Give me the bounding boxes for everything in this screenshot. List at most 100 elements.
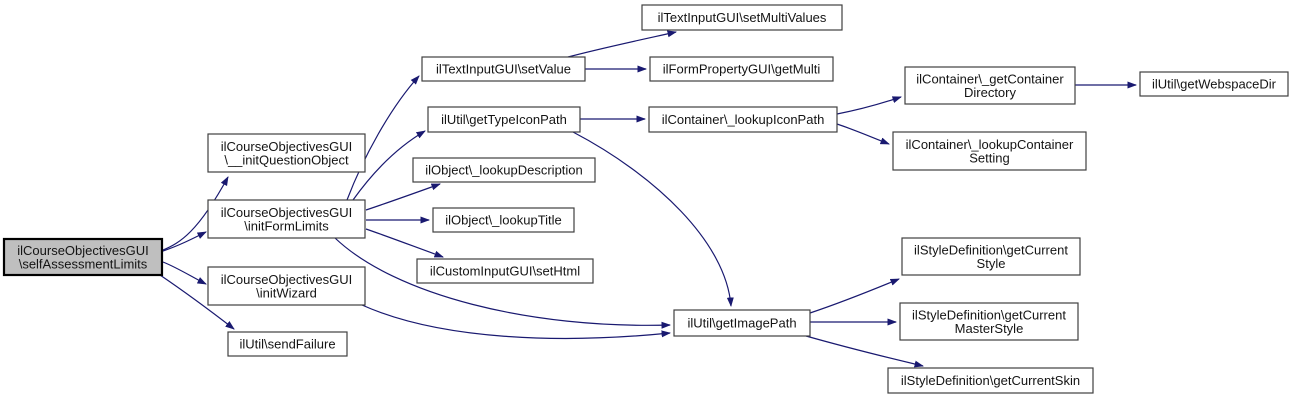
edge-setValue-to-setMultiValues: [567, 30, 677, 58]
node-label-line: ilUtil\getImagePath: [687, 316, 796, 331]
node-box-getCurrentStyle: [901, 237, 1081, 276]
node-label-line: ilCourseObjectivesGUI: [221, 205, 353, 220]
node-sendFailure[interactable]: ilUtil\sendFailure: [227, 331, 348, 357]
node-getImagePath[interactable]: ilUtil\getImagePath: [673, 309, 811, 337]
edge-selfAssessmentLimits-to-sendFailure: [159, 274, 235, 330]
node-box-initFormLimits: [207, 199, 366, 239]
node-label-line: \__initQuestionObject: [224, 152, 349, 167]
node-label-selfAssessmentLimits: ilCourseObjectivesGUI\selfAssessmentLimi…: [17, 243, 149, 272]
node-box-getMulti: [649, 56, 834, 82]
node-getMulti[interactable]: ilFormPropertyGUI\getMulti: [649, 56, 834, 82]
node-box-setValue: [421, 56, 586, 82]
node-label-line: MasterStyle: [955, 321, 1024, 336]
node-initQuestionObject[interactable]: ilCourseObjectivesGUI\__initQuestionObje…: [207, 133, 366, 173]
node-label-line: ilFormPropertyGUI\getMulti: [663, 62, 821, 77]
node-label-initFormLimits: ilCourseObjectivesGUI\initFormLimits: [221, 205, 353, 234]
node-box-initQuestionObject: [207, 133, 366, 173]
edge-initFormLimits-to-setValue: [346, 75, 420, 201]
node-label-line: ilUtil\sendFailure: [239, 337, 335, 352]
node-initWizard[interactable]: ilCourseObjectivesGUI\initWizard: [207, 266, 366, 306]
node-label-line: ilStyleDefinition\getCurrent: [914, 242, 1068, 257]
edge-getImagePath-to-getCurrentSkin: [805, 335, 924, 368]
node-label-lookupDescription: ilObject\_lookupDescription: [425, 163, 583, 178]
node-lookupDescription[interactable]: ilObject\_lookupDescription: [412, 157, 596, 183]
node-label-getTypeIconPath: ilUtil\getTypeIconPath: [441, 112, 567, 127]
node-lookupTitle[interactable]: ilObject\_lookupTitle: [432, 207, 575, 233]
edge-selfAssessmentLimits-to-initWizard: [162, 261, 207, 285]
node-label-initWizard: ilCourseObjectivesGUI\initWizard: [221, 272, 353, 301]
node-box-lookupContainerSetting: [892, 131, 1087, 171]
node-box-getCurrentSkin: [887, 367, 1094, 394]
node-label-initQuestionObject: ilCourseObjectivesGUI\__initQuestionObje…: [221, 139, 353, 168]
node-box-getCurrentMasterStyle: [899, 302, 1079, 341]
node-box-getContainerDirectory: [904, 66, 1076, 105]
edge-initFormLimits-to-setHtml: [365, 228, 444, 258]
edge-lookupIconPath-to-getContainerDirectory: [836, 96, 902, 115]
node-label-line: ilStyleDefinition\getCurrent: [912, 307, 1066, 322]
node-label-line: ilTextInputGUI\setMultiValues: [658, 10, 827, 25]
node-box-setHtml: [416, 258, 594, 284]
node-box-getImagePath: [673, 309, 811, 337]
node-label-line: ilObject\_lookupTitle: [445, 213, 562, 228]
node-box-selfAssessmentLimits: [2, 237, 164, 277]
node-label-lookupIconPath: ilContainer\_lookupIconPath: [662, 112, 825, 127]
node-label-line: ilContainer\_lookupContainer: [906, 137, 1074, 152]
node-initFormLimits[interactable]: ilCourseObjectivesGUI\initFormLimits: [207, 199, 366, 239]
node-label-getImagePath: ilUtil\getImagePath: [687, 316, 796, 331]
node-label-line: Style: [977, 256, 1006, 271]
node-label-getMulti: ilFormPropertyGUI\getMulti: [663, 62, 821, 77]
node-label-line: Directory: [964, 85, 1017, 100]
node-label-line: ilContainer\_getContainer: [916, 71, 1064, 86]
node-label-line: ilContainer\_lookupIconPath: [662, 112, 825, 127]
node-label-line: ilTextInputGUI\setValue: [436, 62, 571, 77]
node-label-line: ilObject\_lookupDescription: [425, 163, 583, 178]
edge-selfAssessmentLimits-to-initQuestionObject: [162, 176, 229, 251]
node-label-sendFailure: ilUtil\sendFailure: [239, 337, 335, 352]
edge-initFormLimits-to-getImagePath: [334, 237, 671, 329]
node-label-line: Setting: [969, 150, 1009, 165]
node-label-line: ilUtil\getWebspaceDir: [1152, 77, 1277, 92]
edge-getTypeIconPath-to-getImagePath: [572, 131, 734, 307]
node-getCurrentSkin[interactable]: ilStyleDefinition\getCurrentSkin: [887, 367, 1094, 394]
node-label-line: \initWizard: [256, 285, 317, 300]
edge-initWizard-to-getImagePath: [361, 304, 671, 340]
edge-selfAssessmentLimits-to-initFormLimits: [162, 231, 207, 252]
node-box-getTypeIconPath: [427, 106, 581, 133]
node-label-line: ilCustomInputGUI\setHtml: [430, 264, 580, 279]
node-selfAssessmentLimits: ilCourseObjectivesGUI\selfAssessmentLimi…: [2, 237, 164, 277]
node-box-lookupDescription: [412, 157, 596, 183]
node-box-lookupIconPath: [648, 106, 838, 133]
node-label-line: ilUtil\getTypeIconPath: [441, 112, 567, 127]
node-label-line: ilStyleDefinition\getCurrentSkin: [901, 373, 1080, 388]
node-label-line: ilCourseObjectivesGUI: [221, 272, 353, 287]
node-label-line: ilCourseObjectivesGUI: [17, 243, 149, 258]
node-box-sendFailure: [227, 331, 348, 357]
node-box-setMultiValues: [641, 4, 843, 31]
node-getWebspaceDir[interactable]: ilUtil\getWebspaceDir: [1139, 71, 1289, 97]
node-setMultiValues[interactable]: ilTextInputGUI\setMultiValues: [641, 4, 843, 31]
node-getTypeIconPath[interactable]: ilUtil\getTypeIconPath: [427, 106, 581, 133]
node-label-setMultiValues: ilTextInputGUI\setMultiValues: [658, 10, 827, 25]
node-lookupIconPath[interactable]: ilContainer\_lookupIconPath: [648, 106, 838, 133]
node-label-line: ilCourseObjectivesGUI: [221, 139, 353, 154]
node-label-line: \initFormLimits: [244, 218, 329, 233]
node-label-getCurrentSkin: ilStyleDefinition\getCurrentSkin: [901, 373, 1080, 388]
edge-initFormLimits-to-getTypeIconPath: [352, 130, 426, 201]
node-label-setValue: ilTextInputGUI\setValue: [436, 62, 571, 77]
edge-getImagePath-to-getCurrentStyle: [809, 278, 900, 314]
node-box-getWebspaceDir: [1139, 71, 1289, 97]
node-setHtml[interactable]: ilCustomInputGUI\setHtml: [416, 258, 594, 284]
node-box-initWizard: [207, 266, 366, 306]
edge-lookupIconPath-to-lookupContainerSetting: [836, 123, 890, 145]
node-setValue[interactable]: ilTextInputGUI\setValue: [421, 56, 586, 82]
